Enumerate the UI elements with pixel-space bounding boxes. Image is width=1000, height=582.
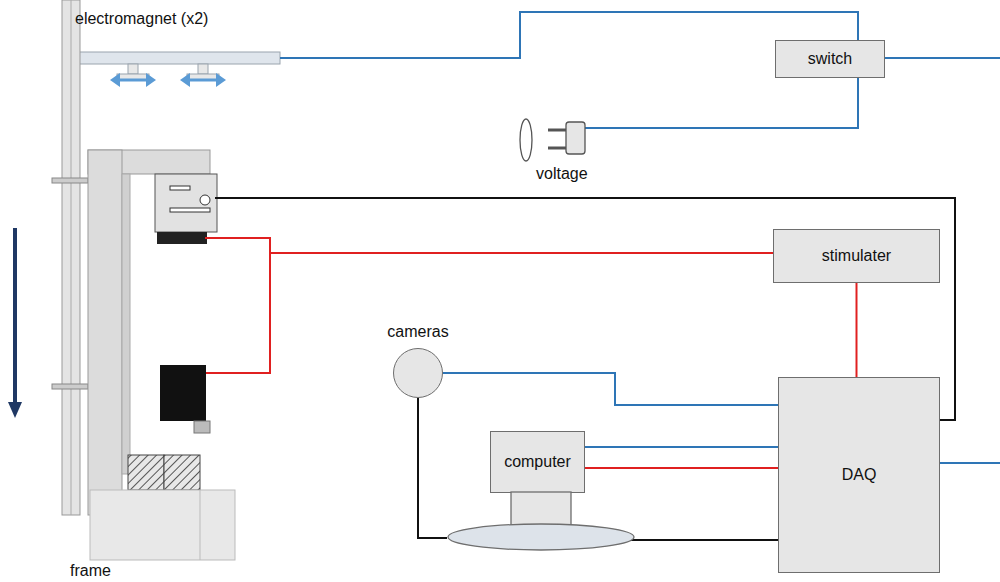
daq-box: DAQ (778, 377, 940, 573)
node-text: switch (808, 50, 852, 68)
connector-wire (585, 447, 778, 448)
plug-symbol (520, 119, 585, 161)
connector-wire (585, 468, 778, 469)
node-text: cameras (387, 323, 448, 341)
connector-wire (418, 398, 447, 538)
stimulation-wire (205, 238, 773, 373)
computer-monitor: computer (490, 431, 585, 493)
stimulator-box: stimulater (773, 229, 940, 283)
part-label: electromagnet (x2) (75, 10, 208, 28)
frame-illustration (52, 0, 235, 560)
node-text: stimulater (822, 247, 891, 265)
camera-circle: cameras (393, 348, 443, 398)
part-label: voltage (536, 165, 588, 183)
node-text: computer (504, 453, 571, 471)
electromagnet-symbol (75, 52, 280, 87)
connector-wire (443, 373, 778, 405)
part-label: frame (70, 562, 111, 580)
switch-box: switch (775, 40, 885, 78)
motion-arrow (8, 228, 22, 418)
node-text: DAQ (842, 466, 877, 484)
monitor-stand (440, 492, 640, 557)
connector-wire (856, 283, 857, 377)
